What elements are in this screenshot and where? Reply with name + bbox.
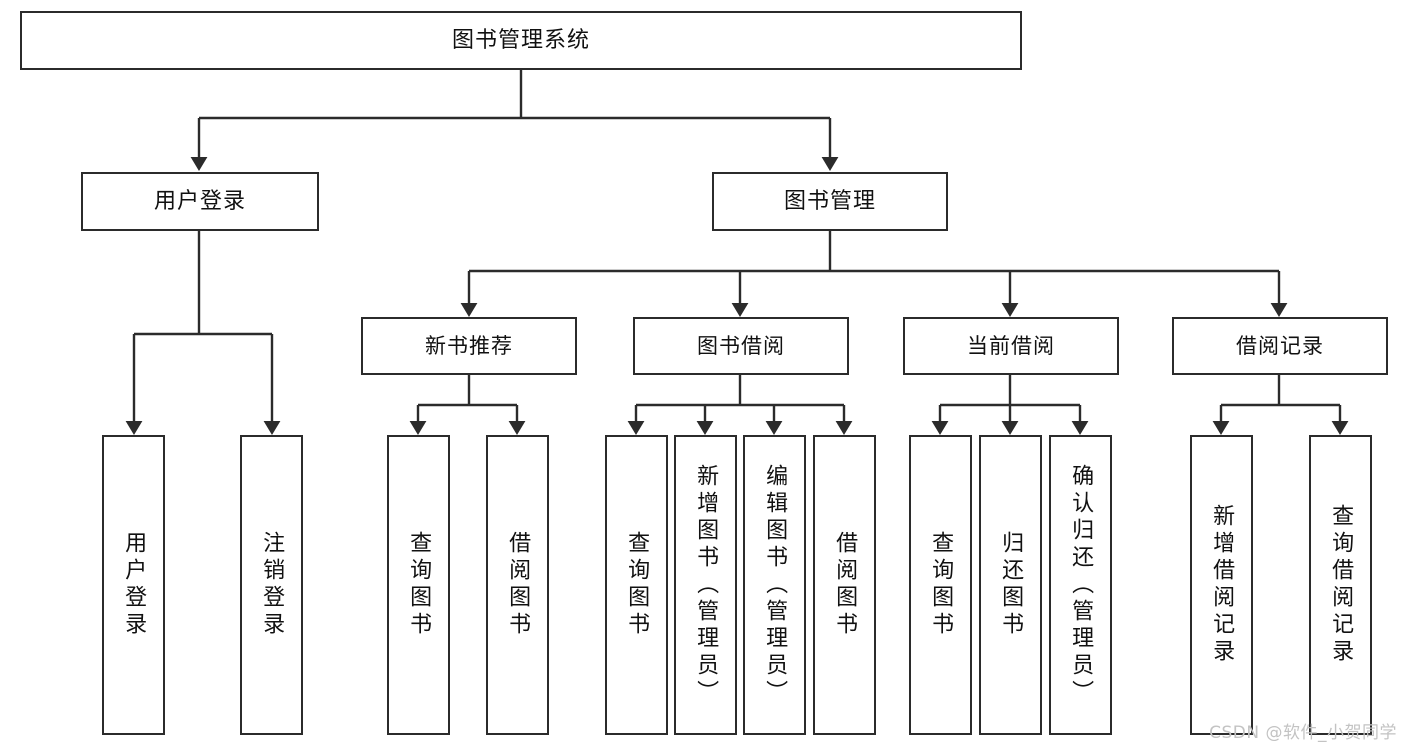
leaf-borrow-book-1[interactable]: 借阅图书 (486, 435, 549, 735)
leaf-user-login[interactable]: 用户登录 (102, 435, 165, 735)
node-new-book-recommend[interactable]: 新书推荐 (361, 317, 577, 375)
node-label: 新增借阅记录 (1209, 504, 1235, 666)
node-label: 借阅记录 (1236, 333, 1324, 358)
node-label: 图书借阅 (697, 333, 785, 358)
node-label: 查询图书 (624, 531, 650, 639)
leaf-add-book[interactable]: 新增图书（管理员） (674, 435, 737, 735)
leaf-query-record[interactable]: 查询借阅记录 (1309, 435, 1372, 735)
node-label: 图书管理系统 (451, 27, 590, 53)
node-label: 查询图书 (406, 531, 432, 639)
leaf-borrow-book-2[interactable]: 借阅图书 (813, 435, 876, 735)
node-label: 查询借阅记录 (1328, 504, 1354, 666)
leaf-add-record[interactable]: 新增借阅记录 (1190, 435, 1253, 735)
node-label: 用户登录 (153, 188, 246, 214)
node-label: 新书推荐 (425, 333, 513, 358)
node-label: 借阅图书 (832, 531, 858, 639)
leaf-return-book[interactable]: 归还图书 (979, 435, 1042, 735)
leaf-user-logout[interactable]: 注销登录 (240, 435, 303, 735)
node-label: 确认归还（管理员） (1068, 463, 1094, 707)
node-book-borrow[interactable]: 图书借阅 (633, 317, 849, 375)
node-borrow-record[interactable]: 借阅记录 (1172, 317, 1388, 375)
node-label: 注销登录 (259, 531, 285, 639)
leaf-edit-book[interactable]: 编辑图书（管理员） (743, 435, 806, 735)
leaf-confirm-return[interactable]: 确认归还（管理员） (1049, 435, 1112, 735)
node-label: 用户登录 (121, 531, 147, 639)
node-book-management[interactable]: 图书管理 (712, 172, 948, 231)
node-label: 新增图书（管理员） (693, 463, 719, 707)
node-user-login[interactable]: 用户登录 (81, 172, 319, 231)
node-label: 借阅图书 (505, 531, 531, 639)
node-root-book-management-system[interactable]: 图书管理系统 (20, 11, 1022, 70)
node-label: 查询图书 (928, 531, 954, 639)
leaf-query-book-1[interactable]: 查询图书 (387, 435, 450, 735)
node-current-borrow[interactable]: 当前借阅 (903, 317, 1119, 375)
watermark: CSDN @软件_小贺同学 (1209, 723, 1397, 743)
leaf-query-book-3[interactable]: 查询图书 (909, 435, 972, 735)
node-label: 归还图书 (998, 531, 1024, 639)
leaf-query-book-2[interactable]: 查询图书 (605, 435, 668, 735)
node-label: 编辑图书（管理员） (762, 463, 788, 707)
node-label: 图书管理 (783, 188, 876, 214)
node-label: 当前借阅 (967, 333, 1055, 358)
